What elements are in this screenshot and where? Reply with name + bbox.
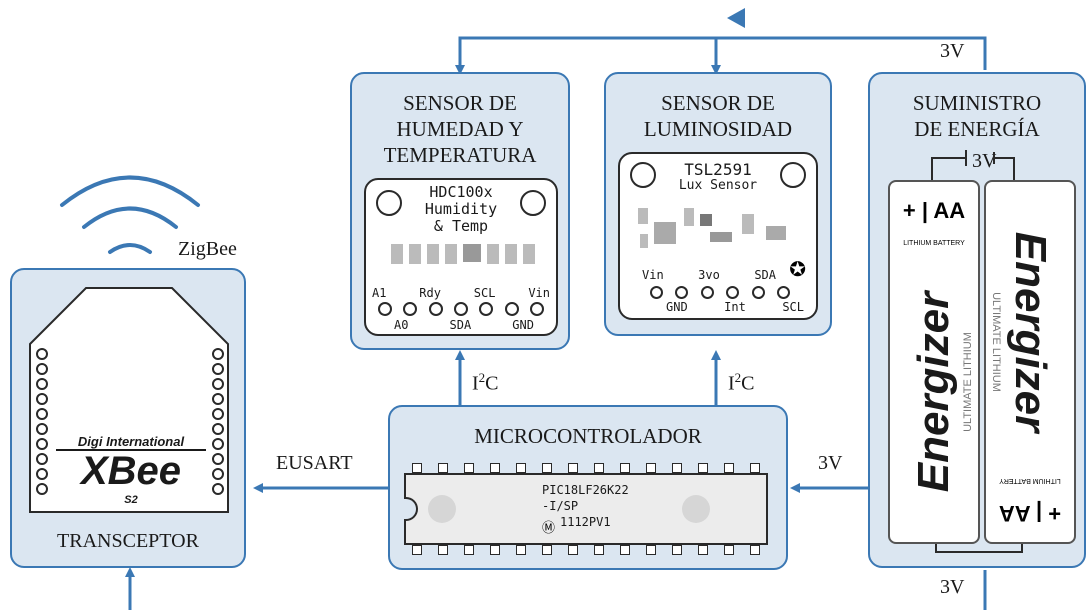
xbee-pins-right [212, 348, 224, 495]
power-title: SUMINISTRO DE ENERGÍA [912, 91, 1042, 141]
humidity-temp-title: SENSOR DE HUMEDAD Y TEMPERATURA [383, 91, 537, 167]
xbee-module: Digi International XBee S2 [26, 284, 232, 516]
chip-pins-top [412, 463, 760, 473]
xbee-brand: Digi International [56, 434, 206, 451]
microcontroller-block: MICROCONTROLADOR PIC18LF26K22 -I/SP Ⓜ 11… [388, 405, 788, 570]
battery-line: ULTIMATE LITHIUM [962, 332, 974, 432]
tsl-name: TSL2591 [684, 160, 752, 179]
chip-notch [404, 497, 418, 521]
hdc-pin-holes [378, 302, 544, 316]
xbee-product: XBee [80, 449, 182, 493]
battery-size-label: + | AA [998, 501, 1062, 526]
xbee-pins-left [36, 348, 48, 495]
chip-dot-right [682, 495, 710, 523]
chip-part-number: PIC18LF26K22 [542, 483, 629, 497]
chip-suffix: -I/SP [542, 499, 579, 513]
aa-battery-1: + | AA LITHIUM BATTERY Energizer ULTIMAT… [888, 180, 980, 544]
luminosity-title: SENSOR DE LUMINOSIDAD [643, 91, 793, 141]
hdc100x-board: HDC100x Humidity & Temp A1 Rdy SCL Vin A… [364, 178, 558, 336]
power-supply-block: SUMINISTRO DE ENERGÍA 3V + | AA LITHIUM … [868, 72, 1086, 568]
mount-hole-icon [376, 190, 402, 216]
battery-brand: Energizer [1006, 231, 1055, 433]
battery-logo-area: Energizer ULTIMATE LITHIUM [986, 202, 1074, 462]
pic-chip: PIC18LF26K22 -I/SP Ⓜ 1112PV1 [404, 463, 768, 555]
tsl-pins-bottom: GND Int SCL [666, 300, 804, 314]
transceiver-title: TRANSCEPTOR [57, 530, 199, 552]
chip-pins-bottom [412, 545, 760, 555]
i2c-right-label: I2C [728, 370, 755, 395]
xbee-model: S2 [124, 494, 138, 506]
power-bus-top [455, 36, 987, 75]
tsl-pins-top: Vin 3vo SDA [642, 268, 776, 282]
chip-body: PIC18LF26K22 -I/SP Ⓜ 1112PV1 [404, 473, 768, 545]
battery-line: ULTIMATE LITHIUM [990, 292, 1002, 392]
tsl-subtitle: Lux Sensor [678, 178, 758, 193]
battery-type-label: LITHIUM BATTERY [999, 477, 1061, 484]
hdc-pins-top: A1 Rdy SCL Vin [372, 286, 550, 300]
mount-hole-icon [780, 162, 806, 188]
battery-wiring [931, 150, 1023, 553]
xbee-outline [29, 287, 229, 513]
tsl-pin-holes [650, 286, 790, 299]
voltage-top-label: 3V [940, 40, 965, 62]
battery-size-label: + | AA [902, 198, 966, 223]
mount-hole-icon [630, 162, 656, 188]
transceiver-block: Digi International XBee S2 TRANSCEPTOR [10, 268, 246, 568]
battery-type-label: LITHIUM BATTERY [903, 240, 965, 247]
luminosity-block: SENSOR DE LUMINOSIDAD TSL2591 Lux Sensor… [604, 72, 832, 336]
microcontroller-title: MICROCONTROLADOR [474, 424, 702, 448]
microchip-logo-icon: Ⓜ [542, 520, 556, 535]
hdc-pins-bottom: A0 SDA GND [394, 318, 534, 332]
zigbee-label: ZigBee [178, 238, 237, 260]
aa-battery-2: + | AA LITHIUM BATTERY Energizer ULTIMAT… [984, 180, 1076, 544]
battery-brand: Energizer [909, 291, 958, 493]
battery-voltage-label: 3V [972, 150, 997, 172]
mount-hole-icon [520, 190, 546, 216]
eusart-label: EUSART [276, 452, 353, 474]
tsl2591-board: TSL2591 Lux Sensor Vin 3vo SDA ✪ GND Int… [618, 152, 818, 320]
chip-code: 1112PV1 [560, 515, 611, 529]
voltage-bottom-label: 3V [940, 576, 965, 598]
humidity-temp-block: SENSOR DE HUMEDAD Y TEMPERATURA HDC100x … [350, 72, 570, 350]
zigbee-waves [60, 175, 200, 254]
smd-components [384, 244, 542, 264]
star-logo-icon: ✪ [789, 259, 806, 281]
chip-dot-left [428, 495, 456, 523]
voltage-micro-label: 3V [818, 452, 843, 474]
hdc-label: HDC100x Humidity & Temp [424, 183, 498, 235]
battery-logo-area: Energizer ULTIMATE LITHIUM [890, 262, 978, 522]
smd-components [634, 204, 804, 264]
i2c-left-label: I2C [472, 370, 499, 395]
